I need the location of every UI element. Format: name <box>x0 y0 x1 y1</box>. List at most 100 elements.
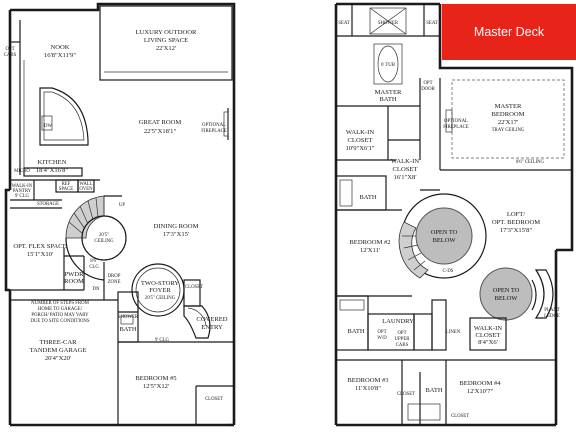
kitchen-label: KITCHEN <box>38 159 67 166</box>
steps-note-4: DUE TO SITE CONDITIONS <box>30 319 89 324</box>
wic1-dim: 10'9"X6'1" <box>345 145 374 152</box>
covered-entry-2: ENTRY <box>201 324 223 331</box>
garage-label-1: THREE-CAR <box>40 339 78 346</box>
tray-ceiling-label: TRAY CEILING <box>492 128 525 133</box>
pantry-label-1: WALK-IN <box>12 184 33 189</box>
ceiling-20-2: CEILING <box>94 239 114 244</box>
seat-left-label: SEAT <box>338 21 350 26</box>
opt-door-1: OPT <box>423 81 432 86</box>
bedroom5-label: BEDROOM #5 <box>135 375 177 382</box>
foyer-label-1: TWO-STORY <box>141 280 180 287</box>
pantry-label-3: 9' CLG <box>15 194 30 199</box>
nook-dim: 16'8"X11'9" <box>44 52 76 59</box>
wic3-label-1: WALK-IN <box>474 325 502 332</box>
storage-label: STORAGE <box>37 202 59 207</box>
kitchen-dim: 18'4"X16'8" <box>36 167 69 174</box>
pwdr-label-1: PWDR <box>64 271 84 278</box>
clg-8-2: CLG <box>89 265 99 270</box>
second-floor-plan <box>334 2 574 427</box>
master-bedroom-dim: 22'X17' <box>498 119 518 126</box>
opt-upper-cabs-1: OPT <box>397 331 406 336</box>
bath1-label: BATH <box>359 194 376 201</box>
opt-upper-cabs-3: CABS <box>396 343 409 348</box>
open-below-1-line1: OPEN TO <box>431 229 458 236</box>
ceiling-20-1: 20'5" <box>99 233 109 238</box>
opt-flex-label: OPT. FLEX SPACE <box>13 243 66 250</box>
wic2-label-1: WALK-IN <box>391 158 419 165</box>
master-bedroom-2: BEDROOM <box>492 111 525 118</box>
opt-wd-1: OPT <box>377 330 386 335</box>
bath2-label: BATH <box>347 328 364 335</box>
clg-9-label: 9' CLG <box>155 338 170 343</box>
luxury-outdoor-label-1: LUXURY OUTDOOR <box>136 29 197 36</box>
cds-label: C-DS <box>443 269 454 274</box>
drop-zone-1: DROP <box>108 274 121 279</box>
dining-room-dim: 17'3"X15' <box>163 231 189 238</box>
master-bedroom-1: MASTER <box>495 103 522 110</box>
plant-ledge-1: PLANT <box>544 308 560 313</box>
dining-room-label: DINING ROOM <box>154 223 199 230</box>
bedroom4-dim: 12'X10'7" <box>467 388 494 395</box>
bedroom3-dim: 11'X10'8" <box>355 385 381 392</box>
garage-label-2: TANDEM GARAGE <box>30 347 87 354</box>
opt-cabs-label-2: CABS <box>4 53 17 58</box>
up-label: UP <box>119 203 125 208</box>
pwdr-label-2: ROOM <box>64 278 84 285</box>
loft-dim: 17'3"X15'8" <box>500 227 533 234</box>
great-room-label: GREAT ROOM <box>139 119 182 126</box>
laundry-label: LAUNDRY <box>382 318 414 325</box>
wic2-dim: 16'1"X8' <box>393 174 416 181</box>
steps-note-3: PORCH/ PATIO MAY VARY <box>31 313 89 318</box>
ceiling-86-label: 8'6" CEILING <box>516 160 545 165</box>
bedroom2-dim: 12'X11' <box>360 247 380 254</box>
opt-door-2: DOOR <box>421 87 435 92</box>
pantry-label-2: PANTRY <box>13 189 32 194</box>
steps-note-2: HOME TO GARAGE/ <box>38 307 83 312</box>
open-below-1-line2: BELOW <box>433 237 457 244</box>
tub-label: 6' TUB <box>381 63 395 68</box>
ref-space-2: SPACE <box>59 187 74 192</box>
opt-flex-dim: 15'1"X10' <box>27 251 53 258</box>
foyer-closet-label: CLOSET <box>185 285 203 290</box>
bedroom2-label: BEDROOM #2 <box>349 239 390 246</box>
bedroom5-dim: 12'5"X12' <box>143 383 169 390</box>
foyer-label-2: FOYER <box>149 287 171 294</box>
dn-label: DN <box>93 287 100 292</box>
closet-right-label: CLOSET <box>451 414 469 419</box>
bath-label: BATH <box>119 326 136 333</box>
master-deck-label: Master Deck <box>474 25 545 39</box>
optional-fireplace-2f-1: OPTIONAL <box>444 119 468 124</box>
great-room-dim: 22'5"X18'1" <box>144 128 177 135</box>
master-bath-2: BATH <box>379 96 396 103</box>
foyer-label-3: 20'5" CEILING <box>145 296 176 301</box>
master-deck-highlight <box>442 4 576 60</box>
optional-fireplace-2f-2: FIREPLACE <box>443 125 469 130</box>
linen-label: LINEN <box>446 330 461 335</box>
open-below-2-line1: OPEN TO <box>493 287 520 294</box>
steps-note-1: NUMBER OF STEPS FROM <box>31 301 89 306</box>
loft-label-1: LOFT/ <box>507 211 525 218</box>
wall-oven-2: OVEN <box>79 187 93 192</box>
shower-label-2f: SHOWER <box>378 21 399 26</box>
ref-space-1: REF <box>62 182 71 187</box>
bath3-label: BATH <box>425 387 442 394</box>
opt-wd-2: W/D <box>377 336 387 341</box>
closet-left-label: CLOSET <box>397 392 415 397</box>
clg-8-1: 8'6" <box>90 259 98 264</box>
wic3-dim: 8'4"X6' <box>478 339 498 346</box>
garage-dim: 20'4"X20' <box>45 355 71 362</box>
wic1-label-1: WALK-IN <box>346 129 374 136</box>
seat-right-label: SEAT <box>426 21 438 26</box>
plant-ledge-2: LEDGE <box>544 314 560 319</box>
bedroom4-label: BEDROOM #4 <box>459 380 501 387</box>
wic1-label-2: CLOSET <box>348 137 373 144</box>
drop-zone-2: ZONE <box>108 280 121 285</box>
shower-label: SHOWER <box>118 315 139 320</box>
wic3-label-2: CLOSET <box>476 332 501 339</box>
luxury-outdoor-label-2: LIVING SPACE <box>144 37 188 44</box>
bedroom3-label: BEDROOM #3 <box>347 377 389 384</box>
wall-oven-1: WALL <box>79 182 92 187</box>
covered-entry-1: COVERED <box>196 316 227 323</box>
dw-label: DW <box>44 124 52 129</box>
